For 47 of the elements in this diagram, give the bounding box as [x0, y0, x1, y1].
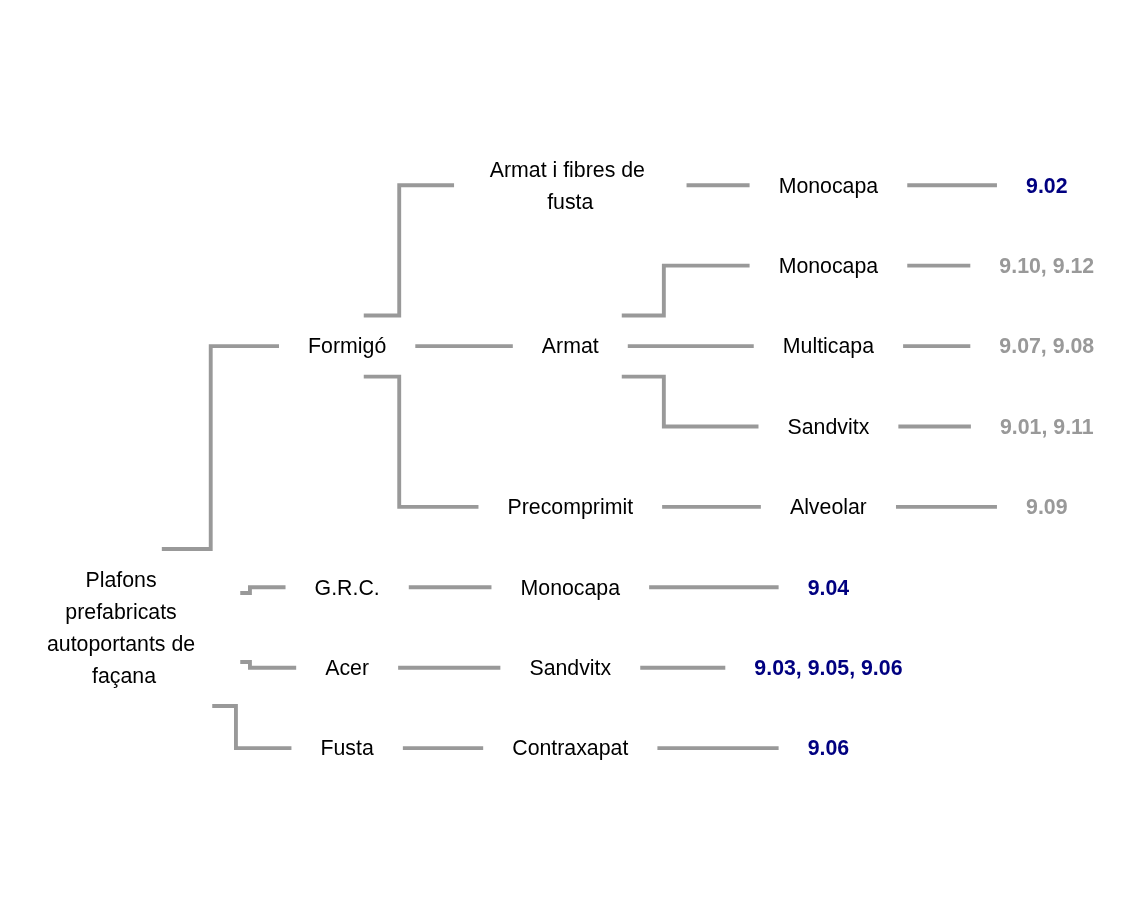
connector [657, 746, 779, 751]
connector [649, 585, 779, 590]
connector [898, 424, 971, 429]
node-text: Monocapa [778, 253, 879, 279]
node-text: Armat i fibres de fusta [489, 157, 645, 214]
connector [640, 666, 726, 670]
connector [363, 183, 455, 318]
connector [907, 183, 997, 188]
node-text: 9.01, 9.11 [999, 414, 1094, 439]
node-text: 9.09 [1026, 495, 1068, 520]
node-text: 9.04 [807, 575, 850, 600]
node-text: 9.02 [1026, 173, 1068, 198]
node-text: Sandvitx [787, 414, 870, 439]
node-text: Armat [541, 334, 599, 359]
connector [627, 344, 754, 349]
node-text: Acer [325, 655, 370, 681]
connector [398, 666, 501, 670]
node-text: Multicapa [782, 334, 875, 359]
node-text: 9.07, 9.08 [999, 334, 1095, 359]
node-text: 9.10, 9.12 [999, 253, 1095, 279]
connector [402, 746, 484, 751]
node-text: G.R.C. [314, 575, 380, 600]
connector [621, 264, 750, 318]
connector [662, 505, 761, 510]
node-text: Plafons prefabricats autoportants de façana [46, 567, 196, 688]
connector [363, 374, 479, 510]
connector [240, 660, 297, 670]
connector [212, 704, 292, 751]
node-text: 9.03, 9.05, 9.06 [754, 655, 903, 681]
node-text: Formigó [308, 334, 387, 359]
connector [907, 264, 971, 268]
connector [621, 374, 759, 429]
connector [686, 183, 750, 188]
node-text: Fusta [320, 736, 374, 761]
node-text: Sandvitx [529, 655, 612, 681]
node-text: Precomprimit [507, 495, 634, 520]
connector [415, 344, 513, 349]
connector [903, 344, 971, 349]
node-text: Alveolar [789, 495, 867, 520]
node-text: 9.06 [807, 736, 850, 761]
connector [161, 344, 279, 552]
connector [896, 505, 997, 510]
node-text: Contraxapat [512, 736, 629, 761]
connector [240, 585, 286, 596]
connector [408, 585, 492, 590]
node-text: Monocapa [778, 173, 879, 198]
node-text: Monocapa [520, 575, 621, 600]
